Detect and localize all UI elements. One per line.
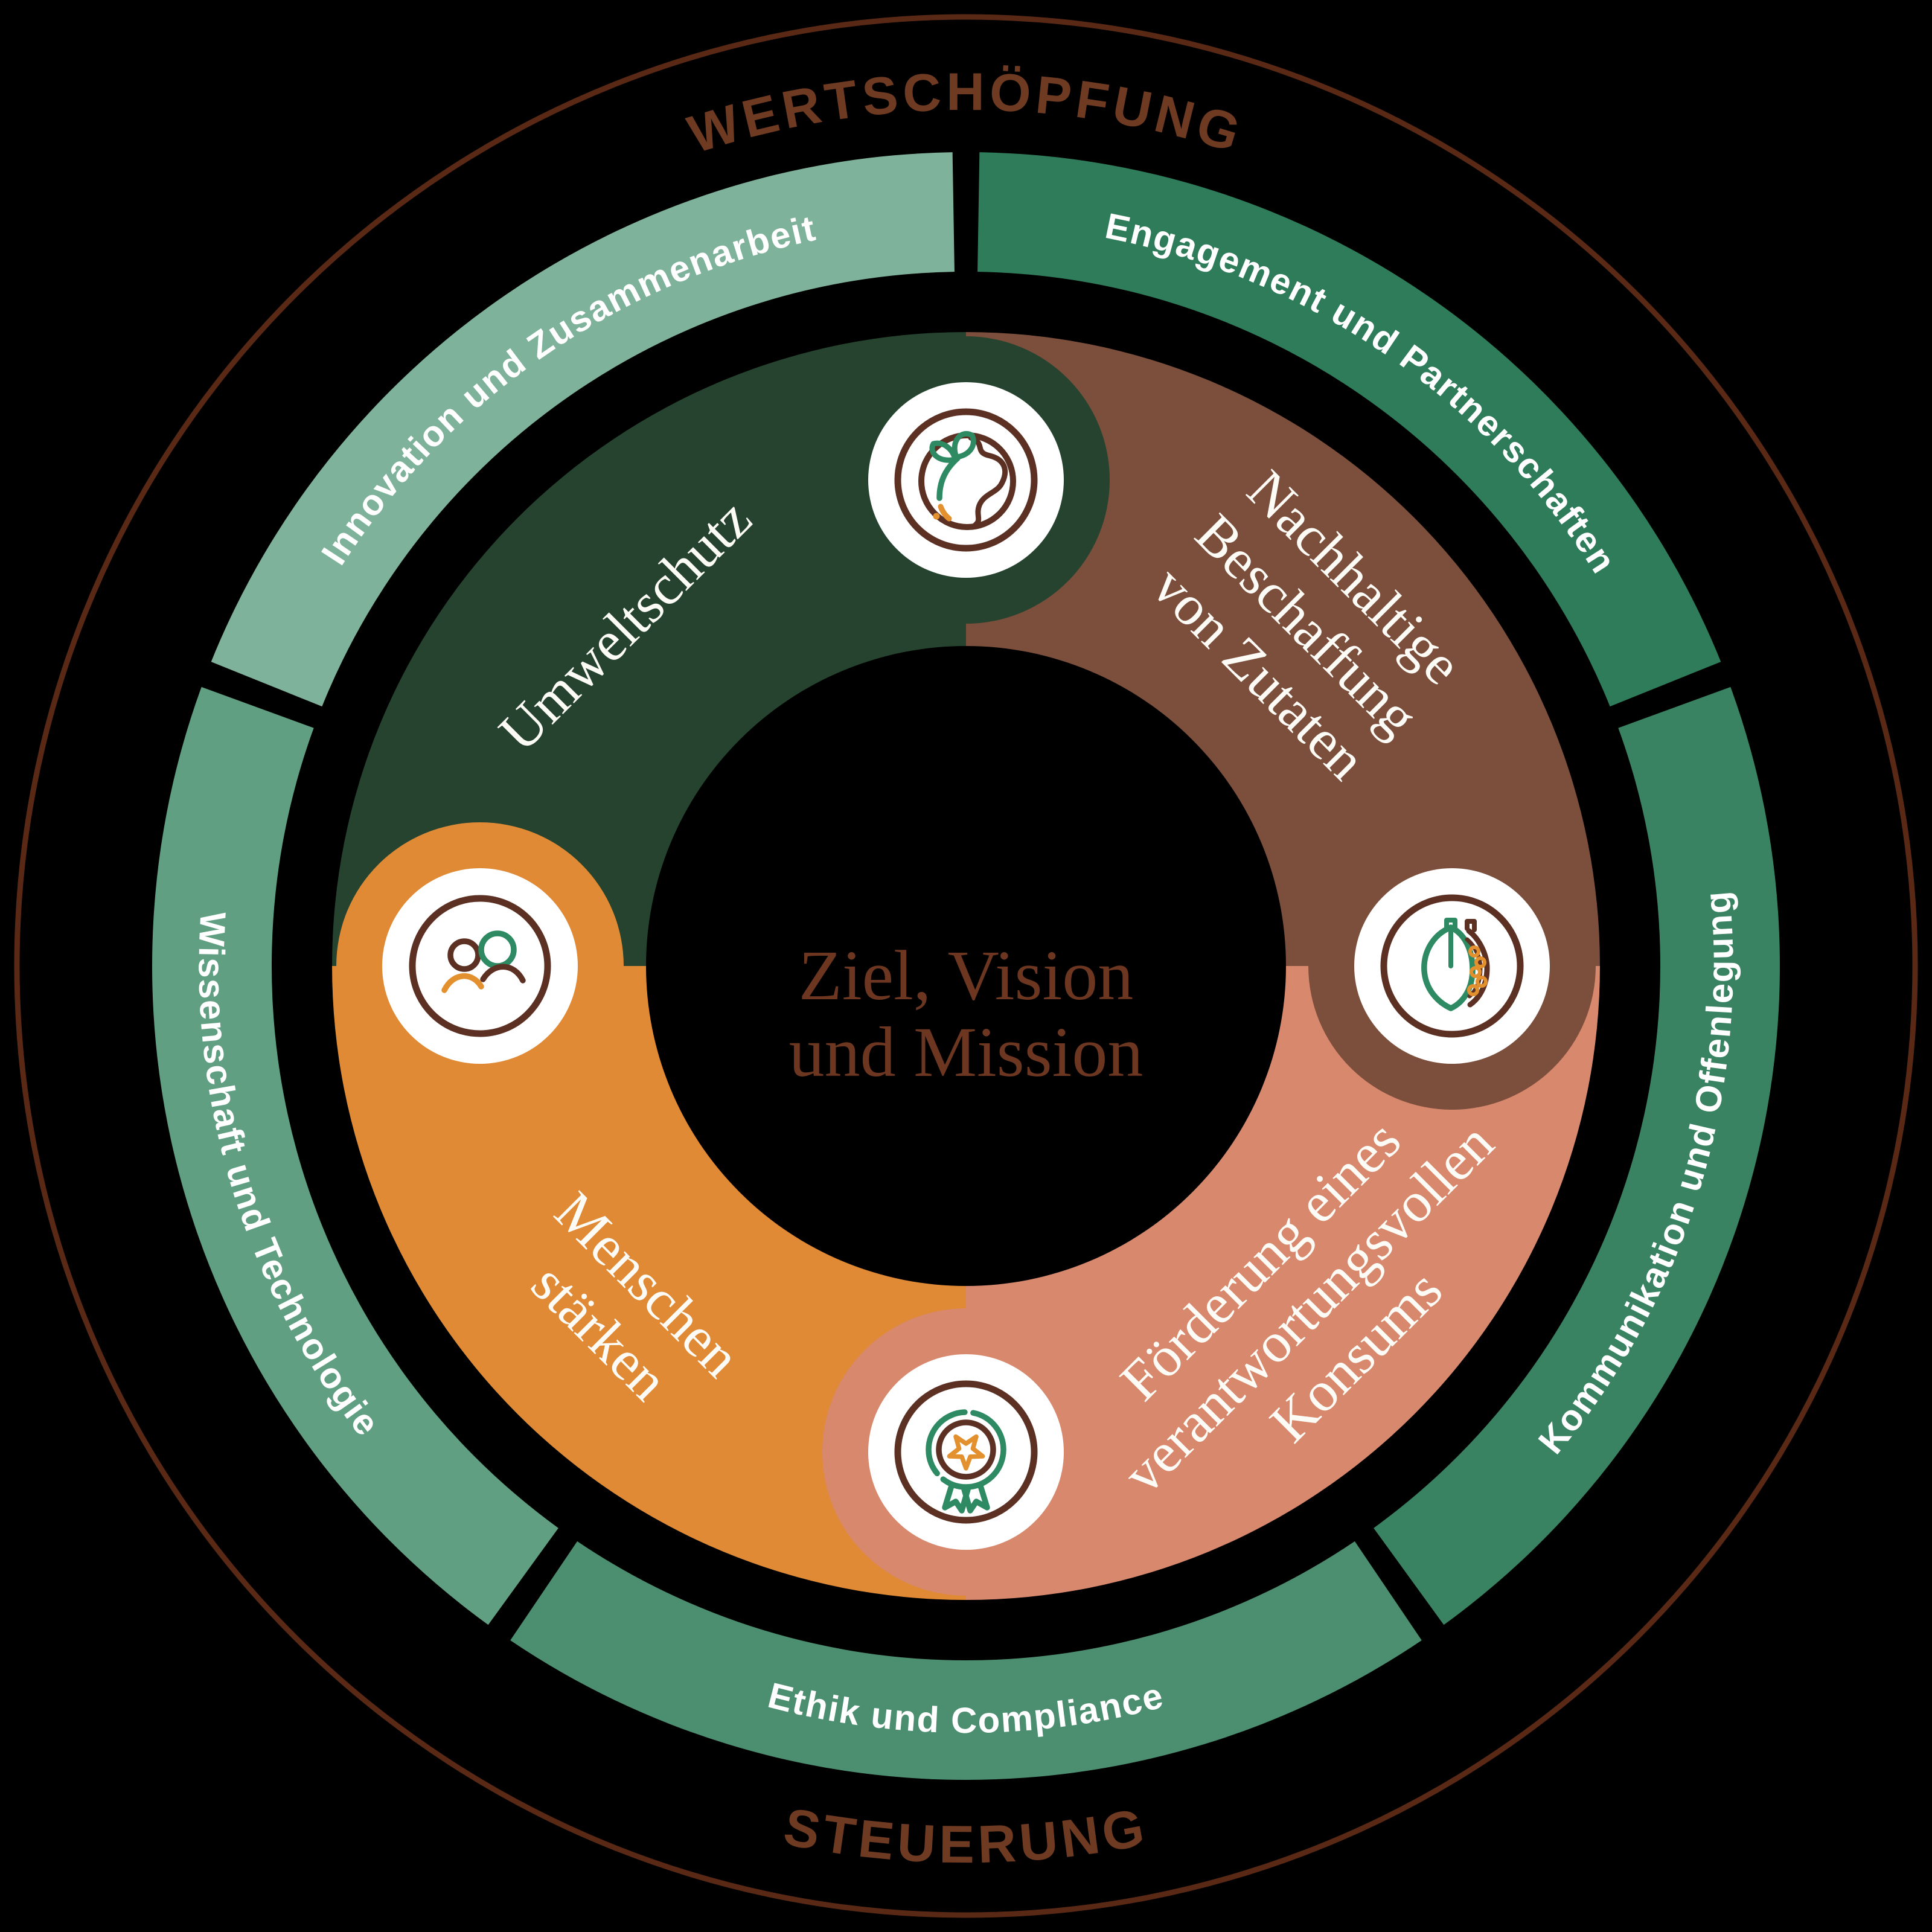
quadrant-beschaffung — [966, 332, 1600, 966]
quadrant-konsum — [966, 966, 1600, 1600]
outer-outline-circle — [14, 14, 1918, 1918]
award-ribbon-icon — [894, 1380, 1038, 1524]
quadrant-umweltschutz — [332, 332, 966, 966]
globe-plant-icon — [894, 408, 1038, 552]
cocoa-pod-icon — [1380, 894, 1524, 1038]
outer-segment-wissenschaft — [152, 686, 558, 1625]
outer-segment-innovation — [211, 152, 955, 707]
quadrant-menschen — [332, 966, 966, 1600]
outer-segment-ethik — [510, 1541, 1422, 1780]
people-icon — [409, 895, 551, 1037]
outer-segment-kommunikation — [1374, 686, 1780, 1625]
outer-segment-engagement — [977, 152, 1721, 707]
